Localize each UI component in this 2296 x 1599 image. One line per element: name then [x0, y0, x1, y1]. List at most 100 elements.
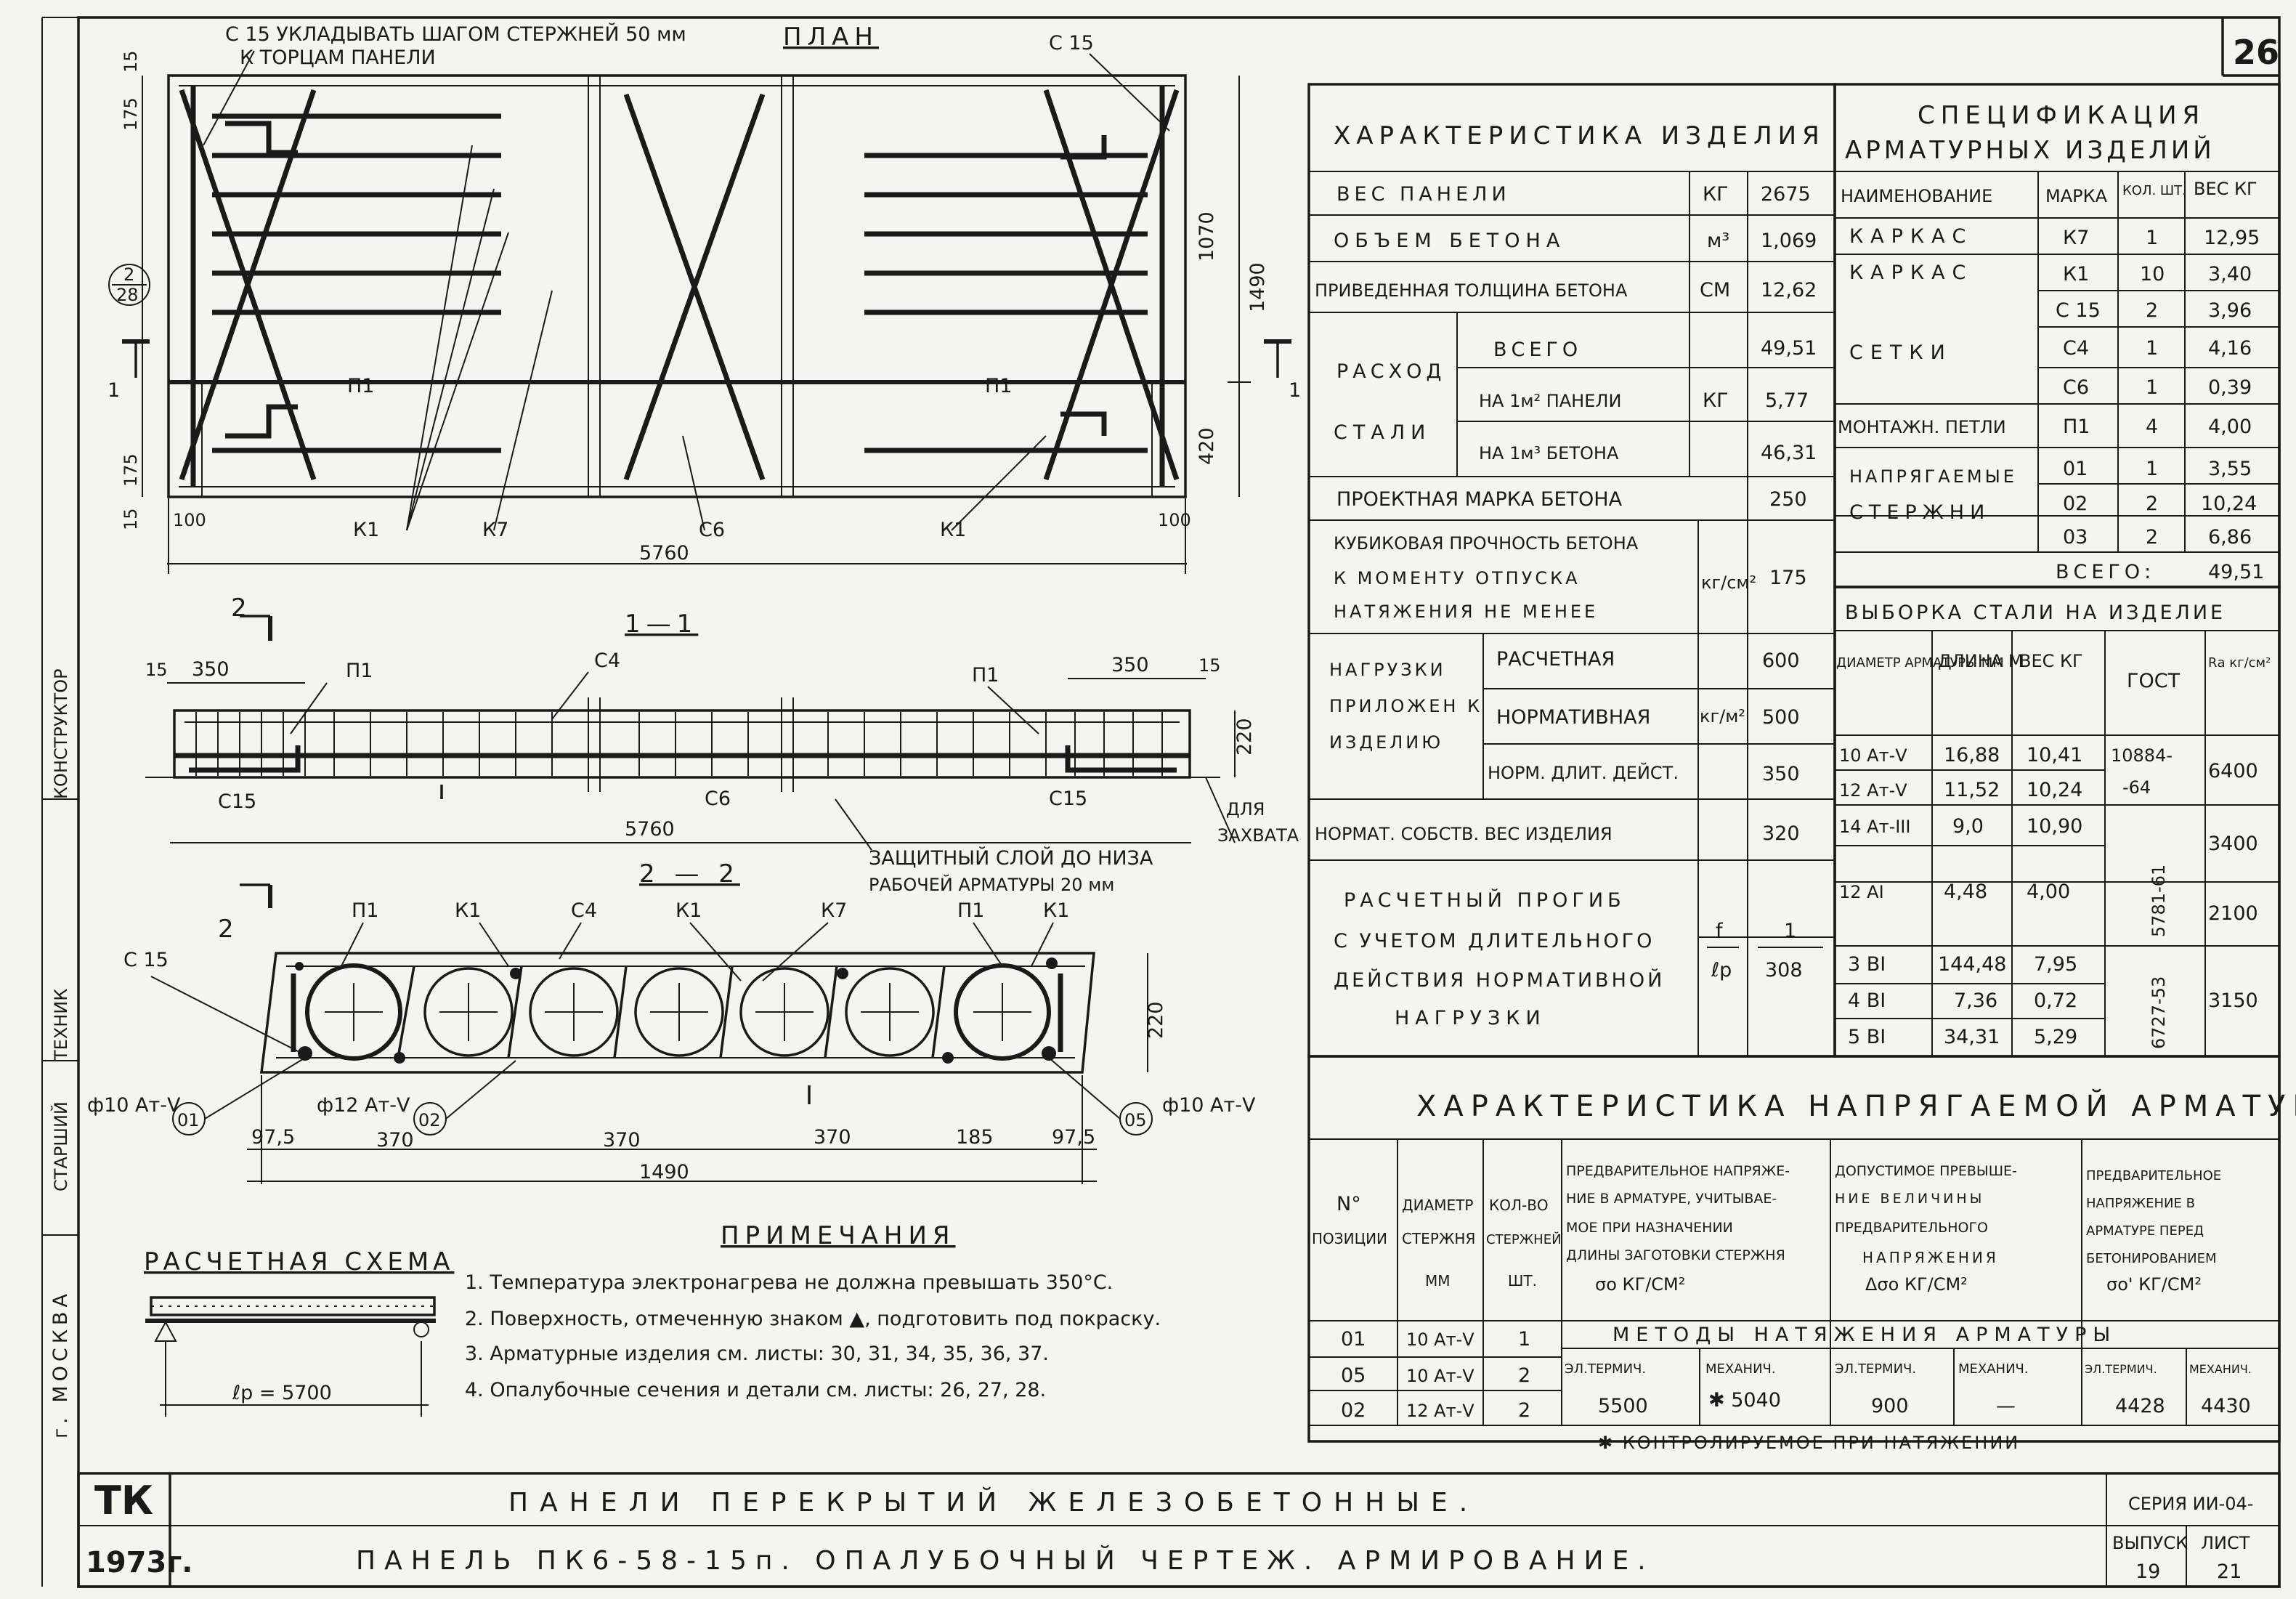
plan-title: ПЛАН	[783, 23, 879, 52]
spec-r2-weight: 3,40	[2208, 263, 2252, 286]
plan-label-c15: С 15	[1049, 32, 1094, 54]
prestress-m-col-6: МЕХАНИЧ.	[2189, 1362, 2252, 1376]
section-11-mark-top: 2	[231, 594, 253, 623]
char-steel-v2: 5,77	[1765, 389, 1809, 412]
char-own-name: НОРМАТ. СОБСТВ. ВЕС ИЗДЕЛИЯ	[1315, 824, 1613, 844]
scheme-span: ℓр = 5700	[232, 1382, 332, 1404]
char-defl-l3: ДЕЙСТВИЯ НОРМАТИВНОЙ	[1334, 968, 1665, 992]
dim-100-right: 100	[1158, 510, 1191, 530]
notes-title: ПРИМЕЧАНИЯ	[721, 1221, 956, 1250]
plan-label-k1-right: К1	[940, 519, 966, 541]
char-cube-val: 175	[1769, 567, 1807, 589]
spec-h-name: НАИМЕНОВАНИЕ	[1841, 186, 1992, 206]
spec-r7-name: НАПРЯГАЕМЫЕ	[1849, 466, 2017, 487]
prestress-footnote: ✱ КОНТРОЛИРУЕМОЕ ПРИ НАТЯЖЕНИИ	[1598, 1433, 2020, 1453]
spec-r5-qty: 1	[2146, 376, 2158, 399]
steel-r3-len: 9,0	[1952, 815, 1984, 838]
side-stamp: г. МОСКВА СТАРШИЙ ТЕХНИК КОНСТРУКТОР	[42, 668, 78, 1438]
steel-h-diam: ДИАМЕТР АРМАТУРЫ ММ	[1836, 655, 2004, 671]
prestress-h-exc-2: НИЕ ВЕЛИЧИНЫ	[1835, 1191, 1984, 1207]
char-cube-unit: кг/см²	[1701, 572, 1756, 593]
section-2-2: 2 — 2 С 15 П1 К1	[87, 859, 1256, 1184]
section-11-mark-bottom: 2	[218, 915, 240, 944]
prestress-val-3: 900	[1871, 1395, 1909, 1417]
prestress-h-bef-4: БЕТОНИРОВАНИЕМ	[2086, 1251, 2216, 1266]
steel-gost-1b: -64	[2122, 777, 2151, 798]
spec-r8-mark: 02	[2063, 493, 2088, 515]
char-steel-unit: КГ	[1703, 389, 1729, 412]
spec-r1-qty: 1	[2146, 227, 2158, 249]
spec-r1-mark: К7	[2063, 227, 2089, 249]
prestress-h-diam-3: ММ	[1425, 1272, 1451, 1290]
char-loads-n3: ИЗДЕЛИЮ	[1329, 732, 1443, 753]
spec-r4-name: СЕТКИ	[1849, 341, 1952, 364]
char-steel-v1: 49,51	[1761, 337, 1817, 360]
prestress-h-diam-1: ДИАМЕТР	[1402, 1197, 1473, 1214]
section-22-k1-a: К1	[455, 899, 481, 922]
char-loads-n2: ПРИЛОЖЕН К	[1329, 696, 1482, 716]
steel-r4-len: 4,48	[1944, 881, 1987, 903]
prestress-table: ХАРАКТЕРИСТИКА НАПРЯГАЕМОЙ АРМАТУРЫ N° П…	[1307, 1055, 2296, 1453]
char-defl-l4: НАГРУЗКИ	[1395, 1007, 1546, 1029]
section-22-p1-right: П1	[957, 899, 984, 922]
prestress-h-cnt-3: ШТ.	[1508, 1272, 1537, 1290]
prestress-r3-cnt: 2	[1518, 1399, 1530, 1422]
plan-section-mark-right: 1	[1289, 379, 1301, 402]
stamp-city: г. МОСКВА	[49, 1290, 72, 1438]
title-org: ТК	[94, 1478, 153, 1523]
prestress-r2-cnt: 2	[1518, 1364, 1530, 1387]
steel-gost-2: 5781-61	[2149, 865, 2169, 937]
spec-r3-mark: С 15	[2056, 299, 2101, 322]
char-steel-sub2: НА 1м² ПАНЕЛИ	[1479, 391, 1621, 411]
steel-ra-2: 3400	[2208, 833, 2258, 855]
title-sheet: 21	[2217, 1560, 2242, 1583]
title-year: 1973г.	[86, 1546, 192, 1579]
steel-r1-wt: 10,41	[2027, 744, 2082, 766]
prestress-h-pre-4: ДЛИНЫ ЗАГОТОВКИ СТЕРЖНЯ	[1566, 1247, 1785, 1263]
spec-r5-mark: С6	[2063, 376, 2089, 399]
prestress-methods: МЕТОДЫ НАТЯЖЕНИЯ АРМАТУРЫ	[1613, 1324, 2117, 1346]
steel-h-gost: ГОСТ	[2127, 670, 2181, 692]
char-defl-l2: С УЧЕТОМ ДЛИТЕЛЬНОГО	[1334, 930, 1655, 952]
prestress-h-pos-2: ПОЗИЦИИ	[1312, 1230, 1387, 1247]
char-thick-val: 12,62	[1761, 279, 1817, 301]
note-1: 1. Температура электронагрева не должна …	[465, 1271, 1113, 1294]
prestress-h-pre-3: МОЕ ПРИ НАЗНАЧЕНИИ	[1566, 1220, 1733, 1236]
prestress-h-exc-3: ПРЕДВАРИТЕЛЬНОГО	[1835, 1220, 1988, 1236]
section-22-dim-370-c: 370	[814, 1126, 851, 1149]
char-volume-unit: м³	[1707, 230, 1729, 252]
section-22-k1-c: К1	[1043, 899, 1069, 922]
char-defl-val-bottom: 308	[1765, 959, 1803, 981]
section-11-title: 1—1	[625, 610, 698, 639]
section-11-c4: С4	[594, 649, 620, 672]
prestress-h-cnt-2: СТЕРЖНЕЙ	[1486, 1231, 1562, 1247]
steel-gost-3: 6727-53	[2149, 976, 2169, 1049]
stamp-line2: ТЕХНИК	[51, 989, 71, 1061]
char-volume-name: ОБЪЕМ БЕТОНА	[1334, 230, 1565, 252]
prestress-r3-diam: 12 Ат-V	[1406, 1401, 1474, 1421]
spec-total-label: ВСЕГО:	[2056, 561, 2155, 583]
bar-01-label: ф10 Ат-V	[87, 1094, 181, 1117]
steel-r6-diam: 4 ВI	[1848, 989, 1886, 1012]
spec-r6-mark: П1	[2063, 416, 2090, 438]
section-11-dim-350-left: 350	[192, 658, 230, 681]
char-defl-unit-top: f	[1716, 920, 1724, 942]
spec-r9-weight: 6,86	[2208, 526, 2252, 548]
prestress-h-bef-2: НАПРЯЖЕНИЕ В	[2086, 1196, 2195, 1211]
steel-ra-4: 3150	[2208, 989, 2258, 1012]
section-11-c15-left: С15	[218, 790, 256, 813]
section-22-dim-370-b: 370	[603, 1129, 641, 1151]
steel-r1-diam: 10 Ат-V	[1839, 745, 1907, 766]
section-11-dim-5760: 5760	[625, 818, 675, 841]
char-steel-name2: СТАЛИ	[1334, 421, 1431, 444]
plan-label-k1: К1	[353, 519, 379, 541]
steel-r4-wt: 4,00	[2027, 881, 2070, 903]
section-11-lift: ДЛЯ	[1226, 799, 1265, 819]
prestress-r3-pos: 02	[1341, 1399, 1366, 1422]
char-loads-s3: НОРМ. ДЛИТ. ДЕЙСТ.	[1488, 762, 1679, 783]
section-22-dim-370-a: 370	[376, 1129, 414, 1151]
bar-01-position: 01	[177, 1110, 200, 1130]
callout-top: 2	[123, 264, 134, 285]
specification-table: СПЕЦИФИКАЦИЯ АРМАТУРНЫХ ИЗДЕЛИЙ НАИМЕНОВ…	[1833, 83, 2281, 588]
